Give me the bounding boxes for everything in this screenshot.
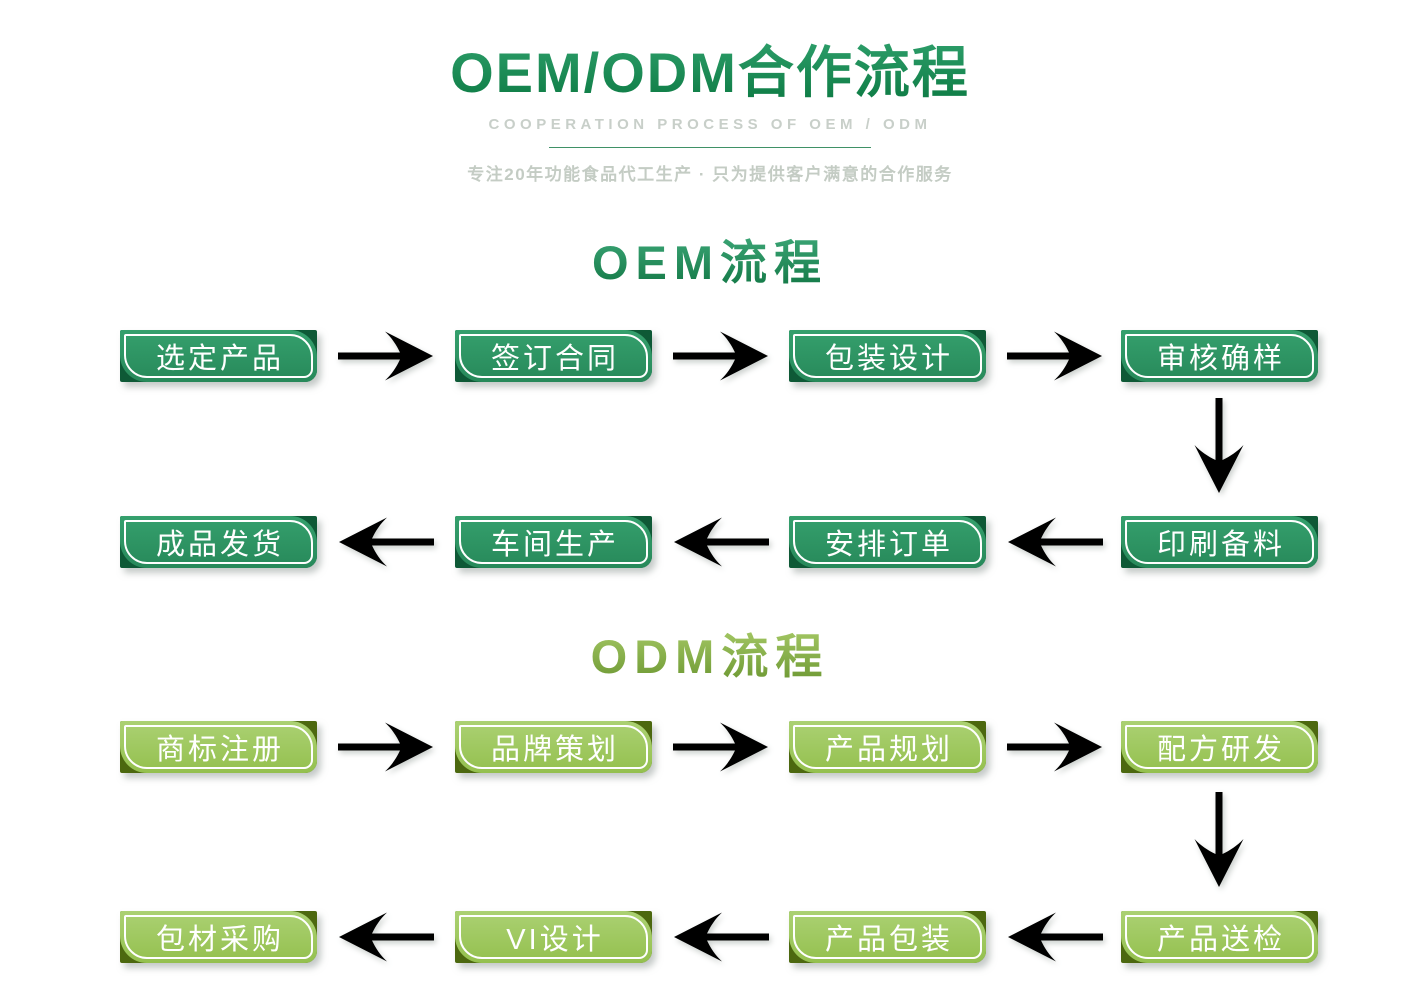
arrow-left-icon — [671, 909, 771, 965]
oem-step-box: 车间生产 — [455, 516, 652, 568]
arrow-right-icon — [671, 719, 771, 775]
odm-step-box: 商标注册 — [120, 721, 317, 773]
box-face — [789, 516, 986, 568]
box-inner-stroke — [124, 334, 313, 378]
box-face — [789, 330, 986, 382]
box-inner-stroke — [124, 725, 313, 769]
page-title: OEM/ODM合作流程 — [0, 28, 1420, 109]
box-face — [1121, 516, 1318, 568]
box-face — [455, 330, 652, 382]
arrow-left-icon — [336, 909, 436, 965]
box-inner-stroke — [793, 334, 982, 378]
oem-step-box: 印刷备料 — [1121, 516, 1318, 568]
oem-step-label: 签订合同 — [490, 343, 619, 375]
box-face — [120, 911, 317, 963]
oem-step-box: 安排订单 — [789, 516, 986, 568]
box-inner-stroke — [793, 725, 982, 769]
box-inner-stroke — [459, 334, 648, 378]
arrow-right-icon — [1005, 719, 1105, 775]
box-inner-stroke — [1125, 334, 1314, 378]
box-inner-stroke — [124, 915, 313, 959]
oem-step-box: 包装设计 — [789, 330, 986, 382]
odm-step-box: 产品送检 — [1121, 911, 1318, 963]
page-tagline: 专注20年功能食品代工生产 · 只为提供客户满意的合作服务 — [467, 165, 953, 184]
oem-step-label: 成品发货 — [155, 529, 284, 561]
box-inner-stroke — [1125, 520, 1314, 564]
odm-step-box: 产品包装 — [789, 911, 986, 963]
odm-step-box: 配方研发 — [1121, 721, 1318, 773]
page-subtitle: COOPERATION PROCESS OF OEM / ODM — [488, 116, 932, 133]
box-inner-stroke — [793, 915, 982, 959]
arrow-left-icon — [671, 514, 771, 570]
arrow-down-icon — [1191, 790, 1247, 890]
box-inner-stroke — [793, 520, 982, 564]
box-face — [1121, 330, 1318, 382]
arrow-right-icon — [671, 328, 771, 384]
box-face — [455, 516, 652, 568]
oem-step-label: 车间生产 — [490, 529, 619, 561]
oem-step-box: 成品发货 — [120, 516, 317, 568]
box-inner-stroke — [459, 725, 648, 769]
oem-step-label: 印刷备料 — [1156, 529, 1285, 561]
box-face — [120, 330, 317, 382]
box-face — [455, 911, 652, 963]
box-face — [455, 721, 652, 773]
arrow-right-icon — [336, 328, 436, 384]
odm-step-box: VI设计 — [455, 911, 652, 963]
box-face — [120, 721, 317, 773]
subtitle-divider — [549, 147, 871, 148]
arrow-left-icon — [1005, 909, 1105, 965]
arrow-right-icon — [336, 719, 436, 775]
arrow-right-icon — [1005, 328, 1105, 384]
odm-step-label: 产品包装 — [824, 924, 953, 956]
box-inner-stroke — [459, 915, 648, 959]
oem-step-box: 审核确样 — [1121, 330, 1318, 382]
odm-step-label: VI设计 — [506, 924, 604, 956]
arrow-left-icon — [1005, 514, 1105, 570]
oem-step-label: 审核确样 — [1156, 343, 1285, 375]
odm-step-label: 包材采购 — [155, 924, 284, 956]
arrow-down-icon — [1191, 396, 1247, 496]
box-face — [789, 721, 986, 773]
odm-step-box: 品牌策划 — [455, 721, 652, 773]
odm-step-label: 产品送检 — [1156, 924, 1285, 956]
odm-step-label: 品牌策划 — [490, 734, 619, 766]
box-inner-stroke — [1125, 915, 1314, 959]
oem-step-label: 安排订单 — [824, 529, 953, 561]
box-face — [1121, 721, 1318, 773]
box-inner-stroke — [124, 520, 313, 564]
odm-step-label: 产品规划 — [824, 734, 953, 766]
oem-step-box: 选定产品 — [120, 330, 317, 382]
box-inner-stroke — [1125, 725, 1314, 769]
oem-step-box: 签订合同 — [455, 330, 652, 382]
arrow-left-icon — [336, 514, 436, 570]
box-inner-stroke — [459, 520, 648, 564]
odm-step-label: 配方研发 — [1156, 734, 1285, 766]
odm-section-title: ODM流程 — [0, 618, 1420, 687]
oem-step-label: 包装设计 — [824, 343, 953, 375]
oem-step-label: 选定产品 — [155, 343, 284, 375]
oem-section-title: OEM流程 — [0, 224, 1420, 293]
odm-step-box: 产品规划 — [789, 721, 986, 773]
box-face — [120, 516, 317, 568]
odm-step-label: 商标注册 — [155, 734, 284, 766]
box-face — [1121, 911, 1318, 963]
odm-step-box: 包材采购 — [120, 911, 317, 963]
box-face — [789, 911, 986, 963]
